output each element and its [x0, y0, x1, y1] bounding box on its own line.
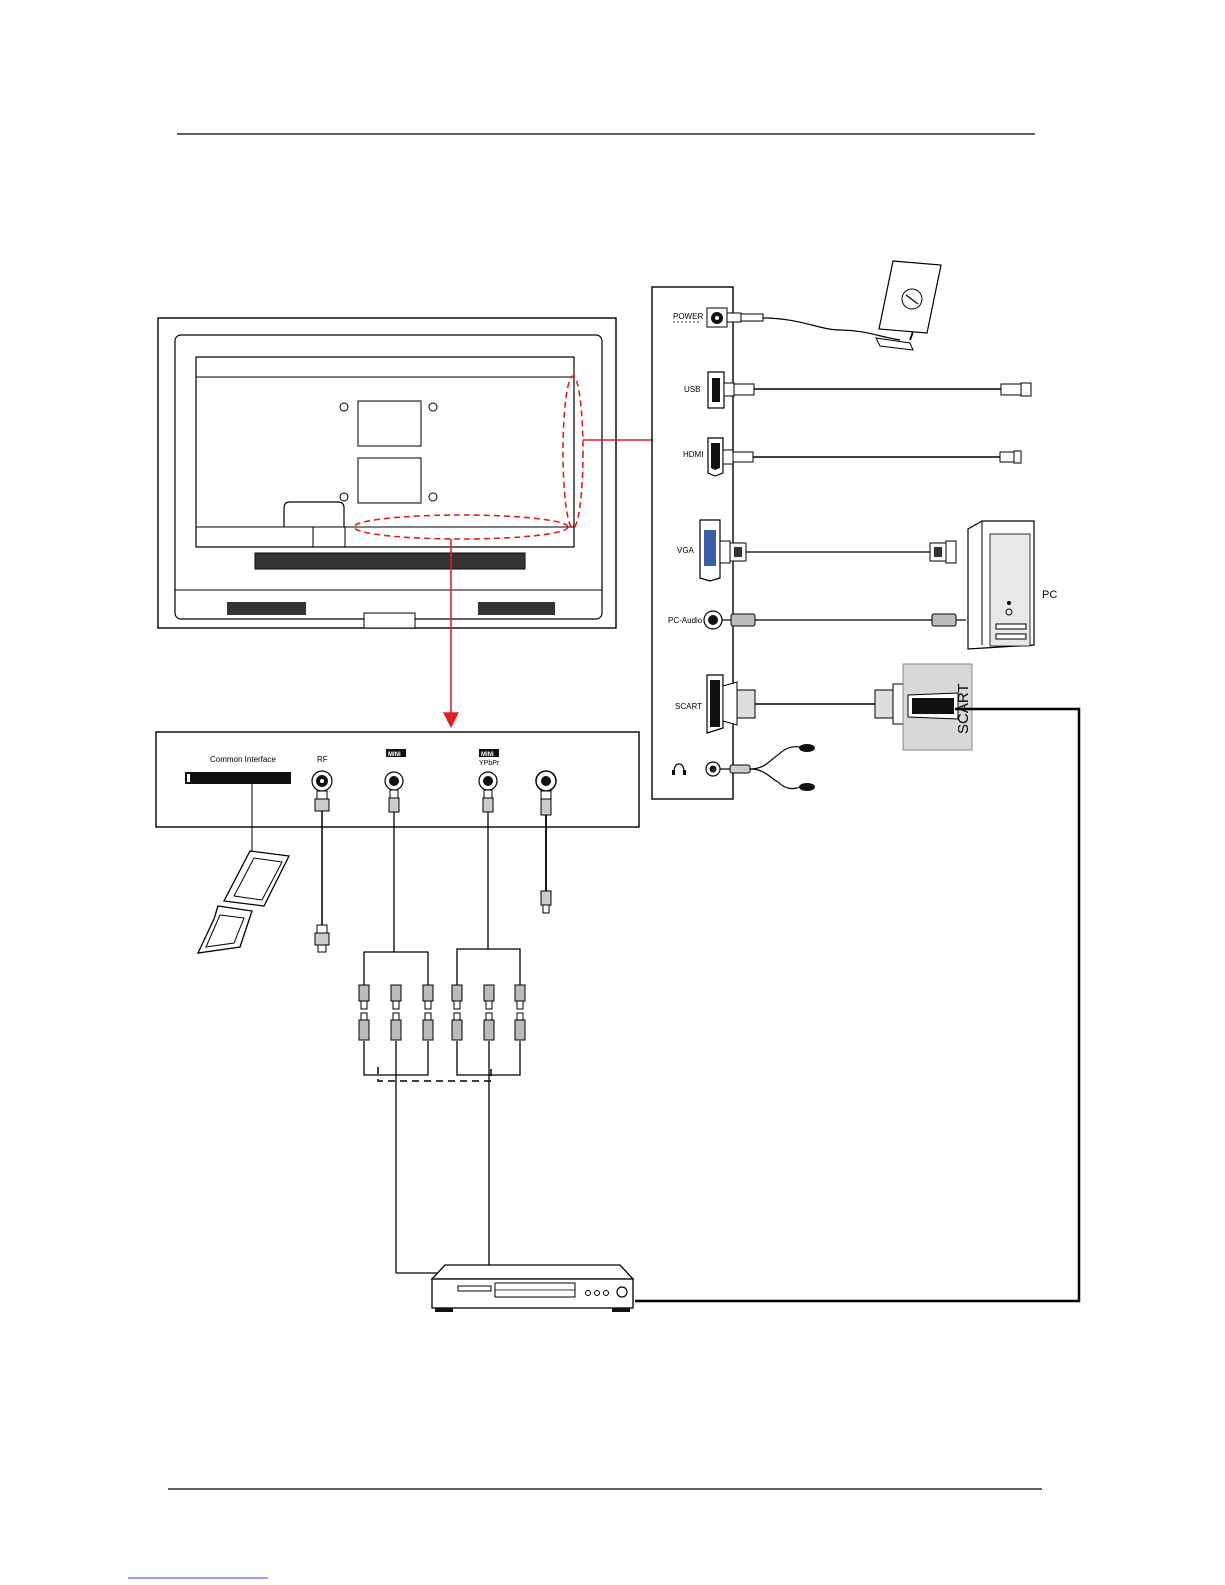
headphones-icon: [778, 744, 815, 791]
vesa-hole: [340, 403, 348, 411]
pc-audio-cable: [722, 614, 966, 626]
power-label: POWER: [673, 312, 703, 321]
usb-port[interactable]: [708, 372, 724, 408]
common-interface-slot[interactable]: [185, 772, 291, 784]
vga-cable: [720, 541, 956, 563]
vga-port[interactable]: [700, 520, 720, 581]
vent-grill: [227, 602, 306, 615]
side-panel-callout: [563, 376, 583, 528]
power-port[interactable]: [707, 308, 727, 327]
tv-rear-view: [158, 318, 672, 725]
rca-plug: [515, 985, 525, 1040]
bottom-connector-panel: Common Interface RF MINI MINI YPbPr: [156, 732, 639, 827]
rf-label: RF: [317, 755, 328, 764]
mini-ypbpr-port[interactable]: [479, 772, 497, 790]
vesa-hole: [429, 403, 437, 411]
vesa-hole: [340, 493, 348, 501]
ypbpr-label: YPbPr: [479, 760, 500, 767]
coaxial-cable: [541, 791, 551, 913]
common-interface-label: Common Interface: [210, 755, 276, 764]
vent-grill: [255, 553, 525, 569]
usb-label: USB: [684, 385, 700, 394]
vent-grill: [478, 602, 555, 615]
rf-port[interactable]: [312, 771, 332, 791]
pc-label: PC: [1042, 589, 1057, 601]
hdmi-cable: [723, 450, 1021, 464]
vga-label: VGA: [677, 546, 695, 555]
dvd-player-icon: [432, 1265, 633, 1312]
coaxial-audio-port[interactable]: [536, 771, 556, 791]
mini-label-component: MINI: [481, 752, 494, 758]
mini-av-port[interactable]: [385, 772, 403, 790]
rca-plug: [391, 985, 401, 1040]
pc-audio-label: PC-Audio: [668, 616, 703, 625]
wall-outlet-icon: [879, 261, 941, 333]
alternative-connection-dashed: [378, 1067, 491, 1081]
scart-label: SCART: [675, 702, 702, 711]
vesa-hole: [429, 493, 437, 501]
rca-plug: [423, 985, 433, 1040]
usb-cable: [724, 383, 1031, 396]
hdmi-label: HDMI: [683, 450, 703, 459]
scart-cable: [723, 682, 903, 725]
rca-plug: [452, 985, 462, 1040]
pc-tower-icon: [968, 521, 1034, 649]
pc-audio-port[interactable]: [704, 611, 722, 629]
scart-port[interactable]: [707, 675, 723, 733]
headphone-port[interactable]: [706, 762, 720, 776]
rca-plug: [484, 985, 494, 1040]
hdmi-port[interactable]: [708, 438, 723, 476]
mini-label-av: MINI: [388, 752, 401, 758]
rca-plug: [359, 985, 369, 1040]
